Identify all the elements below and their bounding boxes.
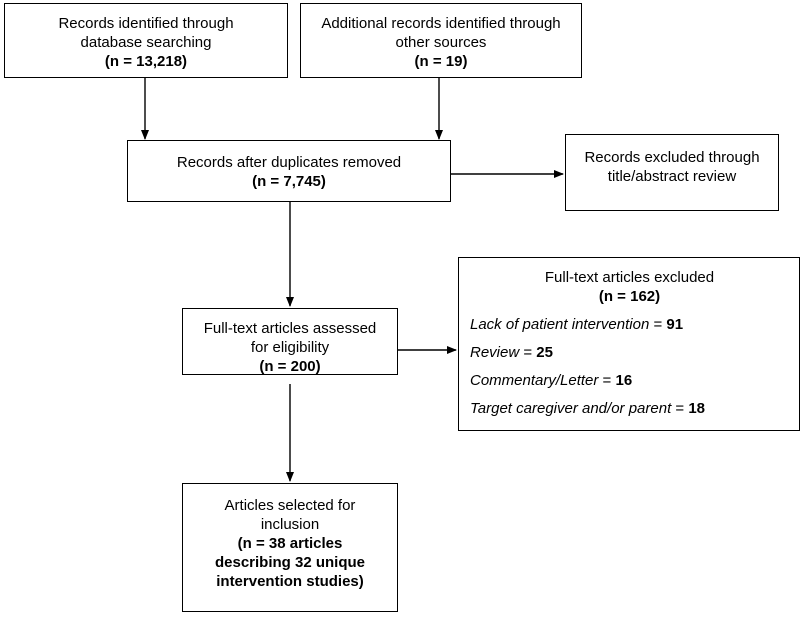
box-fulltext-line-2: for eligibility	[250, 339, 330, 356]
box-other-count: (n = 19)	[414, 53, 468, 70]
excluded-title: Full-text articles excluded	[544, 269, 715, 286]
box-fulltext-count: (n = 200)	[259, 358, 321, 375]
excluded-reason-row: Commentary/Letter = 16	[470, 371, 789, 390]
excluded-reason-sep: =	[598, 372, 616, 389]
excluded-reason-row: Lack of patient intervention = 91	[470, 315, 789, 334]
excluded-reason-label: Review	[470, 344, 520, 361]
excluded-reason-value: 18	[688, 400, 706, 417]
box-duplicates-count: (n = 7,745)	[252, 173, 326, 190]
box-after-duplicates: Records after duplicates removed (n = 7,…	[127, 140, 451, 202]
box-other-sources: Additional records identified through ot…	[300, 3, 582, 78]
box-selected-count-1: (n = 38 articles	[237, 535, 343, 552]
box-other-line-1: Additional records identified through	[321, 15, 561, 32]
box-fulltext-assessed: Full-text articles assessed for eligibil…	[182, 308, 398, 375]
box-other-line-2: other sources	[395, 34, 487, 51]
box-fulltext-excluded: Full-text articles excluded (n = 162) La…	[458, 257, 800, 431]
box-database-count: (n = 13,218)	[104, 53, 188, 70]
excluded-reason-sep: =	[671, 400, 689, 417]
box-selected-count-3: intervention studies)	[216, 573, 364, 590]
excluded-reason-label: Commentary/Letter	[470, 372, 599, 389]
box-selected-line-1: Articles selected for	[224, 497, 356, 514]
excluded-count: (n = 162)	[598, 288, 661, 305]
box-duplicates-line-1: Records after duplicates removed	[176, 154, 402, 171]
excluded-reason-sep: =	[519, 344, 537, 361]
box-excluded-title-line-1: Records excluded through	[584, 149, 760, 166]
excluded-reason-value: 16	[615, 372, 633, 389]
excluded-reason-label: Target caregiver and/or parent	[470, 400, 672, 417]
excluded-reason-sep: =	[649, 316, 667, 333]
excluded-reason-row: Target caregiver and/or parent = 18	[470, 399, 789, 418]
box-database-line-2: database searching	[80, 34, 212, 51]
box-selected-line-2: inclusion	[260, 516, 320, 533]
box-fulltext-line-1: Full-text articles assessed	[203, 320, 377, 337]
excluded-reason-value: 91	[666, 316, 684, 333]
excluded-reason-value: 25	[536, 344, 553, 361]
excluded-reason-row: Review = 25	[470, 343, 789, 362]
box-database-searching: Records identified through database sear…	[4, 3, 288, 78]
box-selected-inclusion: Articles selected for inclusion (n = 38 …	[182, 483, 398, 612]
box-selected-count-2: describing 32 unique	[214, 554, 366, 571]
excluded-reason-label: Lack of patient intervention	[470, 316, 650, 333]
box-excluded-title-abstract: Records excluded through title/abstract …	[565, 134, 779, 211]
box-database-line-1: Records identified through	[58, 15, 234, 32]
box-excluded-title-line-2: title/abstract review	[607, 168, 737, 185]
